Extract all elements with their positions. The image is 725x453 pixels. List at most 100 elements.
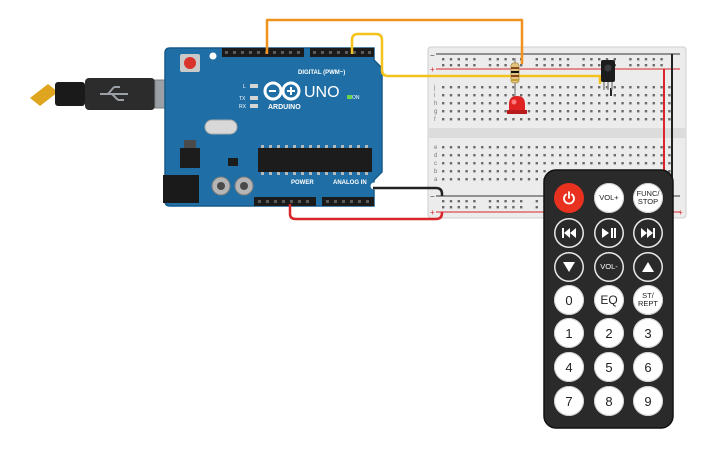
breadboard-hole — [449, 146, 453, 149]
remote-button-label: 5 — [605, 359, 613, 375]
power-icon — [562, 191, 576, 205]
up-button[interactable] — [633, 252, 663, 282]
vol-up-button[interactable]: VOL+ — [594, 183, 624, 213]
breadboard-hole — [473, 154, 476, 157]
digit-5-button[interactable]: 5 — [594, 352, 624, 382]
breadboard-hole — [512, 86, 515, 89]
digit-4-button[interactable]: 4 — [554, 352, 584, 382]
rail-hole — [442, 58, 445, 61]
previous-button[interactable] — [554, 218, 584, 248]
breadboard-hole — [629, 154, 632, 157]
digit-6-button[interactable]: 6 — [633, 352, 663, 382]
breadboard-hole — [566, 102, 570, 105]
mounting-hole-top — [209, 52, 217, 60]
breadboard-hole — [590, 146, 593, 149]
breadboard-hole — [566, 154, 570, 157]
breadboard-hole — [535, 94, 538, 97]
breadboard-hole — [527, 178, 531, 181]
next-button[interactable] — [633, 218, 663, 248]
digit-3-button[interactable]: 3 — [633, 318, 663, 348]
breadboard-hole — [660, 154, 663, 157]
row-letter: f — [434, 117, 436, 123]
breadboard-hole — [442, 178, 445, 181]
breadboard-hole — [512, 154, 515, 157]
on-led — [347, 95, 352, 99]
breadboard-hole — [590, 86, 593, 89]
digit-2-button[interactable]: 2 — [594, 318, 624, 348]
reset-button[interactable] — [184, 57, 196, 69]
breadboard-hole — [504, 102, 507, 105]
red-wire-5v — [288, 204, 444, 221]
vol-down-button[interactable]: VOL- — [594, 252, 624, 282]
bottom-plus-label-right: + — [678, 208, 683, 217]
breadboard-hole — [481, 86, 484, 89]
rail-hole — [465, 58, 468, 61]
power-button[interactable] — [554, 183, 584, 213]
breadboard-hole — [605, 146, 609, 149]
breadboard-hole — [668, 118, 671, 121]
remote-button-label: 4 — [565, 359, 573, 375]
rail-hole — [488, 206, 492, 209]
digit-9-button[interactable]: 9 — [633, 386, 663, 416]
breadboard-hole — [481, 110, 484, 113]
eq-button[interactable]: EQ — [594, 285, 624, 315]
breadboard-hole — [613, 146, 616, 149]
breadboard-hole — [527, 86, 531, 89]
down-button[interactable] — [554, 252, 584, 282]
breadboard-hole — [520, 162, 523, 165]
rail-hole — [504, 64, 507, 67]
breadboard-hole — [473, 146, 476, 149]
row-letter: c — [434, 161, 437, 167]
breadboard-hole — [496, 178, 499, 181]
digit-7-button[interactable]: 7 — [554, 386, 584, 416]
breadboard-hole — [488, 94, 492, 97]
breadboard-hole — [504, 146, 507, 149]
rail-hole — [543, 58, 546, 61]
breadboard-hole — [527, 170, 531, 173]
st-rept-button[interactable]: ST/ REPT — [633, 285, 663, 315]
breadboard-hole — [543, 110, 546, 113]
play-pause-button[interactable] — [594, 218, 624, 248]
breadboard-hole — [465, 110, 468, 113]
breadboard-hole — [473, 170, 476, 173]
breadboard-hole — [574, 118, 577, 121]
power-label: POWER — [291, 180, 314, 186]
breadboard-hole — [652, 86, 655, 89]
digit-8-button[interactable]: 8 — [594, 386, 624, 416]
breadboard-hole — [442, 162, 445, 165]
rail-hole — [644, 58, 648, 61]
digit-1-button[interactable]: 1 — [554, 318, 584, 348]
breadboard-hole — [527, 102, 531, 105]
rail-hole — [449, 206, 453, 209]
breadboard-hole — [496, 110, 499, 113]
digit-0-button[interactable]: 0 — [554, 285, 584, 315]
row-letter: b — [434, 169, 438, 175]
breadboard-hole — [582, 118, 585, 121]
rail-hole — [535, 206, 538, 209]
breadboard-hole — [637, 94, 640, 97]
breadboard-hole — [598, 118, 601, 121]
breadboard-hole — [590, 118, 593, 121]
rail-hole — [496, 64, 499, 67]
rail-hole — [598, 64, 601, 67]
remote-button-label: 1 — [565, 325, 573, 341]
breadboard-hole — [520, 170, 523, 173]
breadboard-hole — [551, 154, 554, 157]
remote-button-label: FUNC/ STOP — [636, 189, 660, 206]
breadboard-hole — [449, 162, 453, 165]
ir-receiver — [601, 60, 615, 90]
bottom-pin-holes — [258, 200, 369, 203]
breadboard-hole — [481, 178, 484, 181]
breadboard-hole — [605, 94, 609, 97]
breadboard-hole — [465, 146, 468, 149]
rail-hole — [496, 58, 499, 61]
rail-hole — [652, 64, 655, 67]
arduino-brand-label: ARDUINO — [268, 104, 301, 111]
rail-hole — [629, 64, 632, 67]
breadboard-hole — [621, 162, 624, 165]
func-stop-button[interactable]: FUNC/ STOP — [633, 183, 663, 213]
breadboard-hole — [512, 146, 515, 149]
breadboard-hole — [543, 86, 546, 89]
breadboard-hole — [527, 162, 531, 165]
breadboard-hole — [668, 170, 671, 173]
